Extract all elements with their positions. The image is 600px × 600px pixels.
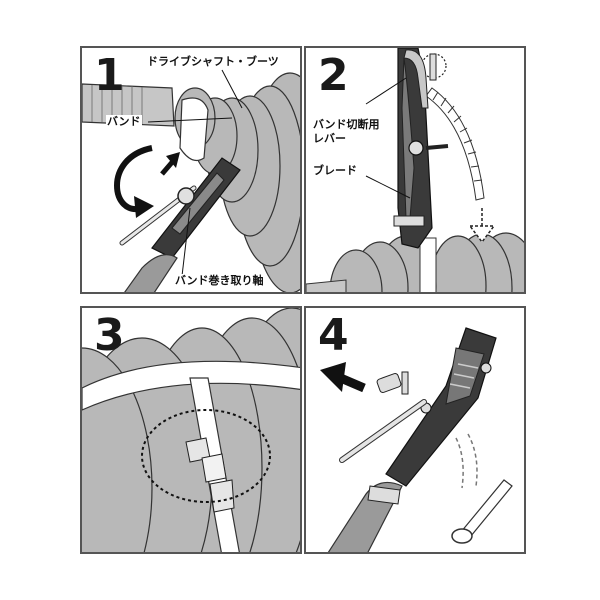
label-band: バンド xyxy=(106,115,142,129)
step-number: 3 xyxy=(94,310,125,361)
step-3-illustration xyxy=(82,308,300,552)
step-1-panel: 1 ドライブシャフト・ブーツ バンド バンド巻き取り軸 xyxy=(80,46,302,294)
label-band-cutting-lever-line1: バンド切断用 xyxy=(312,118,381,132)
step-4-panel: 4 xyxy=(304,306,526,554)
step-3-panel: 3 xyxy=(80,306,302,554)
label-drive-shaft-boot: ドライブシャフト・ブーツ xyxy=(146,55,280,69)
step-number: 2 xyxy=(318,50,349,101)
step-2-panel: 2 バンド切断用 レバー ブレード xyxy=(304,46,526,294)
label-blade: ブレード xyxy=(312,164,358,178)
step-4-illustration xyxy=(320,327,513,552)
step-number: 4 xyxy=(318,310,349,361)
label-band-winding-axle: バンド巻き取り軸 xyxy=(174,274,265,288)
step-2-illustration xyxy=(306,48,524,292)
label-band-cutting-lever-line2: レバー xyxy=(312,132,347,146)
step-number: 1 xyxy=(94,50,125,101)
step-1-illustration xyxy=(82,69,300,292)
